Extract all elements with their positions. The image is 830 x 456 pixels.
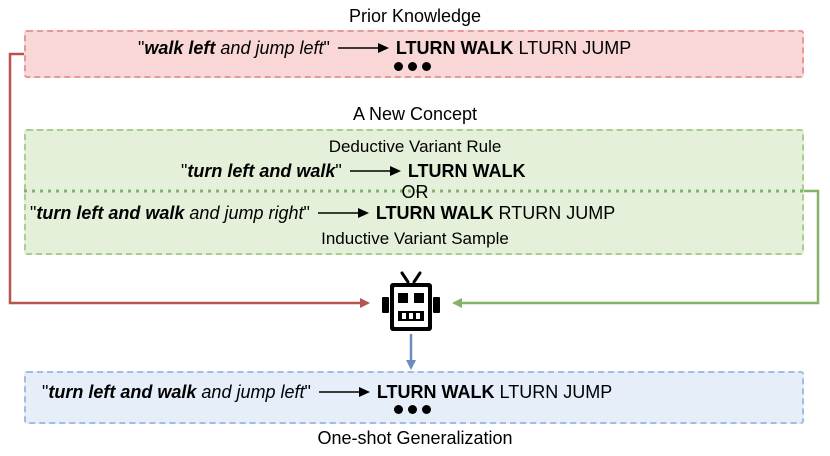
- sample-phrase-concept: turn left and walk: [36, 202, 185, 223]
- prior-output-rest: LTURN JUMP: [513, 37, 632, 58]
- mapping-arrow-icon: [337, 43, 389, 53]
- output-result-rest: LTURN JUMP: [494, 381, 613, 402]
- quote-close: ": [323, 37, 330, 58]
- deductive-rule-label: Deductive Variant Rule: [328, 137, 502, 156]
- rule-output: LTURN WALK: [407, 160, 526, 181]
- quote-open: ": [181, 160, 188, 181]
- prior-example-row: " walk left and jump left " LTURN WALK L…: [138, 36, 631, 60]
- concept-to-robot-line: [452, 189, 820, 308]
- prior-output-primitive: LTURN WALK: [395, 37, 514, 58]
- inductive-sample-row: " turn left and walk and jump right " LT…: [30, 201, 615, 225]
- sample-output-rest: RTURN JUMP: [493, 202, 616, 223]
- generalization-example-row: " turn left and walk and jump left " LTU…: [42, 380, 612, 404]
- ellipsis-icon: [394, 405, 431, 414]
- quote-close: ": [303, 202, 310, 223]
- mapping-arrow-icon: [318, 387, 370, 397]
- ellipsis-icon: [394, 62, 431, 71]
- prior-phrase-rest: and jump left: [215, 37, 324, 58]
- one-shot-generalization-title: One-shot Generalization: [317, 428, 513, 448]
- output-phrase-concept: turn left and walk: [48, 381, 197, 402]
- output-phrase-rest: and jump left: [196, 381, 305, 402]
- quote-open: ": [138, 37, 145, 58]
- new-concept-title: A New Concept: [352, 104, 478, 124]
- mapping-arrow-icon: [317, 208, 369, 218]
- rule-phrase: turn left and walk: [187, 160, 336, 181]
- prior-to-robot-line: [8, 52, 370, 308]
- prior-phrase-primitive: walk left: [144, 37, 216, 58]
- sample-output-concept: LTURN WALK: [375, 202, 494, 223]
- sample-phrase-rest: and jump right: [184, 202, 304, 223]
- output-result-concept: LTURN WALK: [376, 381, 495, 402]
- robot-icon: [382, 271, 440, 331]
- deductive-rule-row: " turn left and walk " LTURN WALK: [181, 159, 525, 183]
- generalization-box: [24, 371, 804, 424]
- quote-close: ": [304, 381, 311, 402]
- inductive-sample-label: Inductive Variant Sample: [321, 229, 509, 248]
- prior-knowledge-title: Prior Knowledge: [348, 6, 482, 26]
- quote-open: ": [42, 381, 49, 402]
- or-label: OR: [401, 182, 429, 202]
- mapping-arrow-icon: [349, 166, 401, 176]
- quote-close: ": [335, 160, 342, 181]
- quote-open: ": [30, 202, 37, 223]
